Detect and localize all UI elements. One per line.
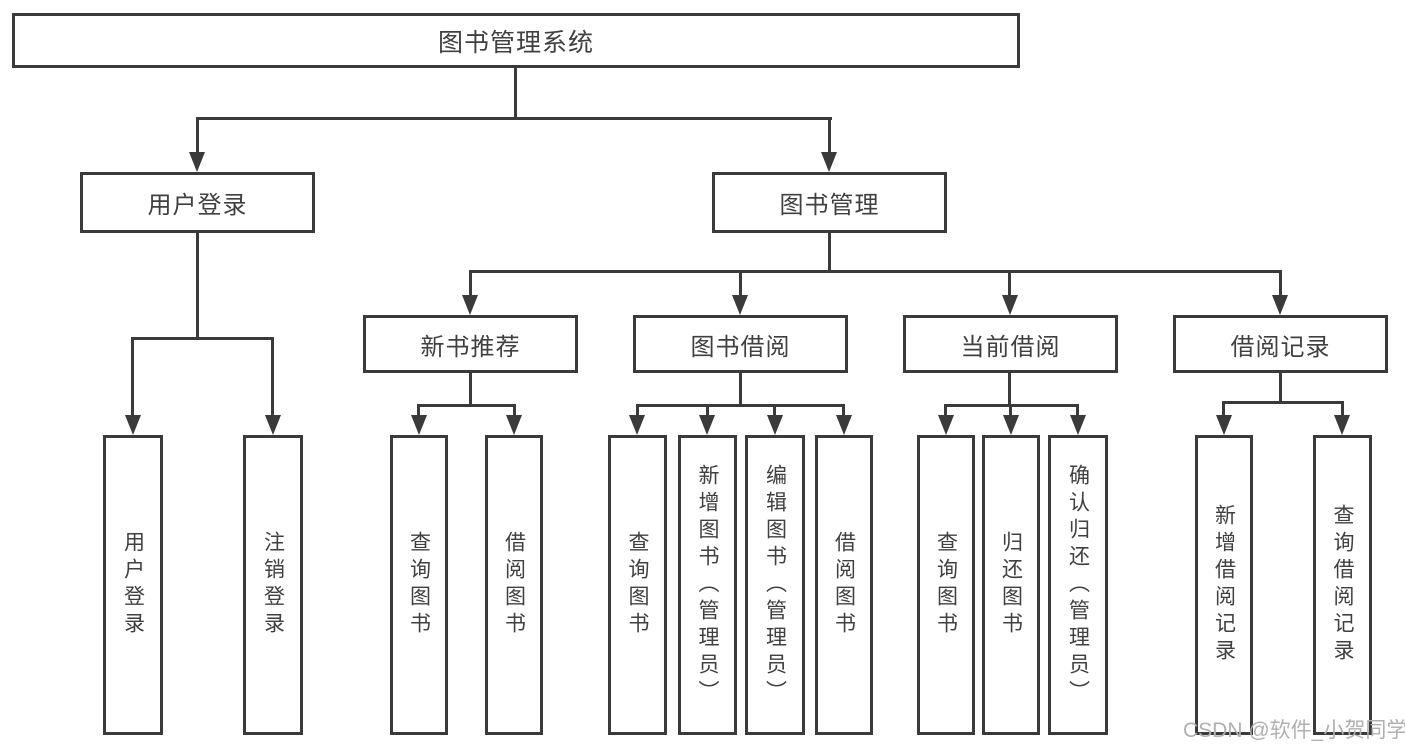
node-borrow-records: 借阅记录: [1173, 315, 1388, 373]
leaf-borrow-books: 借阅图书: [815, 435, 873, 735]
leaf-confirm-return-admin: 确认归还（管理员）: [1048, 435, 1108, 735]
connector-line: [131, 337, 134, 416]
connector-line: [773, 404, 776, 416]
arrow-down-icon: [506, 415, 522, 435]
connector-line: [739, 373, 742, 407]
leaf-return-books: 归还图书: [982, 435, 1040, 735]
connector-line: [1222, 401, 1343, 404]
arrow-down-icon: [462, 295, 478, 315]
leaf-query-borrow-record: 查询借阅记录: [1313, 435, 1372, 735]
connector-line: [469, 373, 472, 407]
node-book-borrowing: 图书借阅: [633, 315, 848, 373]
leaf-query-books-current: 查询图书: [917, 435, 975, 735]
arrow-down-icon: [821, 152, 837, 172]
arrow-down-icon: [1070, 415, 1086, 435]
connector-line: [196, 117, 199, 153]
connector-line: [944, 404, 947, 416]
connector-line: [1008, 270, 1011, 296]
arrow-down-icon: [732, 295, 748, 315]
connector-line: [706, 404, 709, 416]
arrow-down-icon: [1216, 415, 1232, 435]
connector-line: [1009, 404, 1012, 416]
connector-line: [417, 404, 420, 416]
node-user-login: 用户登录: [80, 172, 315, 233]
node-current-borrowing: 当前借阅: [903, 315, 1118, 373]
node-root: 图书管理系统: [12, 13, 1020, 68]
arrow-down-icon: [1003, 415, 1019, 435]
arrow-down-icon: [1334, 415, 1350, 435]
connector-line: [828, 117, 831, 153]
arrow-down-icon: [125, 415, 141, 435]
arrow-down-icon: [938, 415, 954, 435]
connector-line: [271, 337, 274, 416]
connector-line: [1076, 404, 1079, 416]
connector-line: [1341, 401, 1344, 416]
connector-line: [417, 404, 516, 407]
leaf-add-borrow-record: 新增借阅记录: [1195, 435, 1253, 735]
arrow-down-icon: [1002, 295, 1018, 315]
connector-line: [513, 404, 516, 416]
connector-line: [739, 270, 742, 296]
connector-line: [1008, 373, 1011, 407]
arrow-down-icon: [1272, 295, 1288, 315]
connector-line: [1279, 373, 1282, 404]
connector-line: [196, 233, 199, 340]
node-new-book-recommend: 新书推荐: [363, 315, 578, 373]
arrow-down-icon: [189, 152, 205, 172]
leaf-borrow-books-recommend: 借阅图书: [485, 435, 543, 735]
connector-line: [514, 68, 517, 120]
arrow-down-icon: [265, 415, 281, 435]
connector-line: [469, 270, 1282, 273]
connector-line: [469, 270, 472, 296]
arrow-down-icon: [836, 415, 852, 435]
connector-line: [828, 233, 831, 273]
connector-line: [196, 117, 832, 120]
leaf-logout: 注销登录: [243, 435, 303, 735]
csdn-watermark: CSDN @软件_小贺同学: [1183, 719, 1405, 742]
connector-line: [636, 404, 639, 416]
arrow-down-icon: [411, 415, 427, 435]
leaf-add-books-admin: 新增图书（管理员）: [678, 435, 737, 735]
arrow-down-icon: [699, 415, 715, 435]
leaf-query-books-borrow: 查询图书: [608, 435, 667, 735]
leaf-user-login: 用户登录: [103, 435, 163, 735]
leaf-query-books-recommend: 查询图书: [390, 435, 448, 735]
connector-line: [842, 404, 845, 416]
connector-line: [636, 404, 844, 407]
connector-line: [1222, 401, 1225, 416]
leaf-edit-books-admin: 编辑图书（管理员）: [745, 435, 805, 735]
connector-line: [1279, 270, 1282, 296]
arrow-down-icon: [629, 415, 645, 435]
node-book-management: 图书管理: [712, 172, 947, 233]
connector-line: [131, 337, 274, 340]
arrow-down-icon: [767, 415, 783, 435]
